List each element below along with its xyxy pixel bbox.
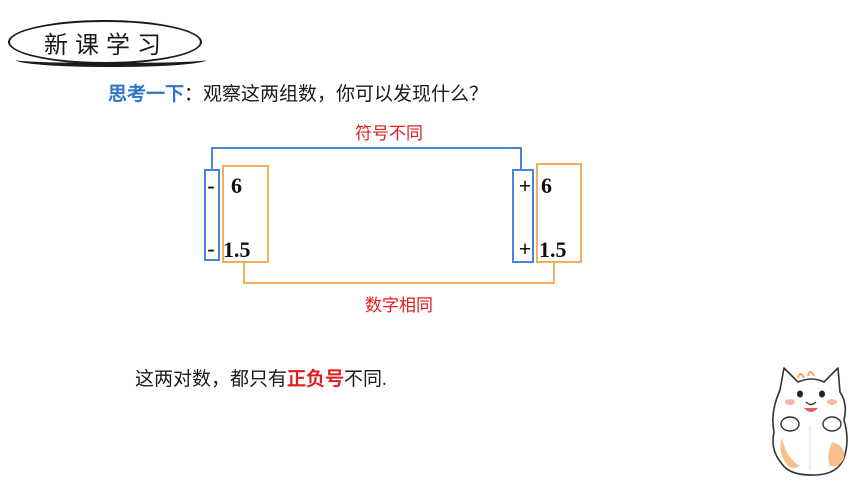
sign-diff-label: 符号不同 xyxy=(355,124,423,144)
conclusion-after: 不同. xyxy=(344,369,387,390)
prompt-text: ：观察这两组数，你可以发现什么？ xyxy=(184,83,489,105)
conclusion-text: 这两对数，都只有正负号不同. xyxy=(135,364,387,391)
conclusion-before: 这两对数，都只有 xyxy=(135,368,288,390)
number-bracket xyxy=(243,262,555,284)
conclusion-highlight: 正负号 xyxy=(287,368,345,390)
left-num-top: 6 xyxy=(231,173,242,198)
right-sign-box xyxy=(512,169,534,263)
section-badge: 新课学习 xyxy=(8,20,206,67)
right-num-top: 6 xyxy=(541,173,552,198)
right-sign-bottom: + xyxy=(519,236,532,261)
right-num-bottom: 1.5 xyxy=(539,237,567,262)
left-sign-bottom: - xyxy=(207,236,214,261)
left-number-box xyxy=(222,165,269,263)
number-same-label: 数字相同 xyxy=(365,296,433,316)
left-sign-box xyxy=(204,169,220,261)
cat-icon xyxy=(772,367,848,476)
left-sign-top: - xyxy=(207,173,214,198)
right-sign-top: + xyxy=(519,173,532,198)
left-num-bottom: 1.5 xyxy=(223,237,251,262)
sign-bracket xyxy=(211,147,522,170)
prompt-lead: 思考一下 xyxy=(108,83,185,105)
question-prompt: 思考一下：观察这两组数，你可以发现什么？ xyxy=(108,79,488,106)
right-number-box xyxy=(536,163,582,263)
